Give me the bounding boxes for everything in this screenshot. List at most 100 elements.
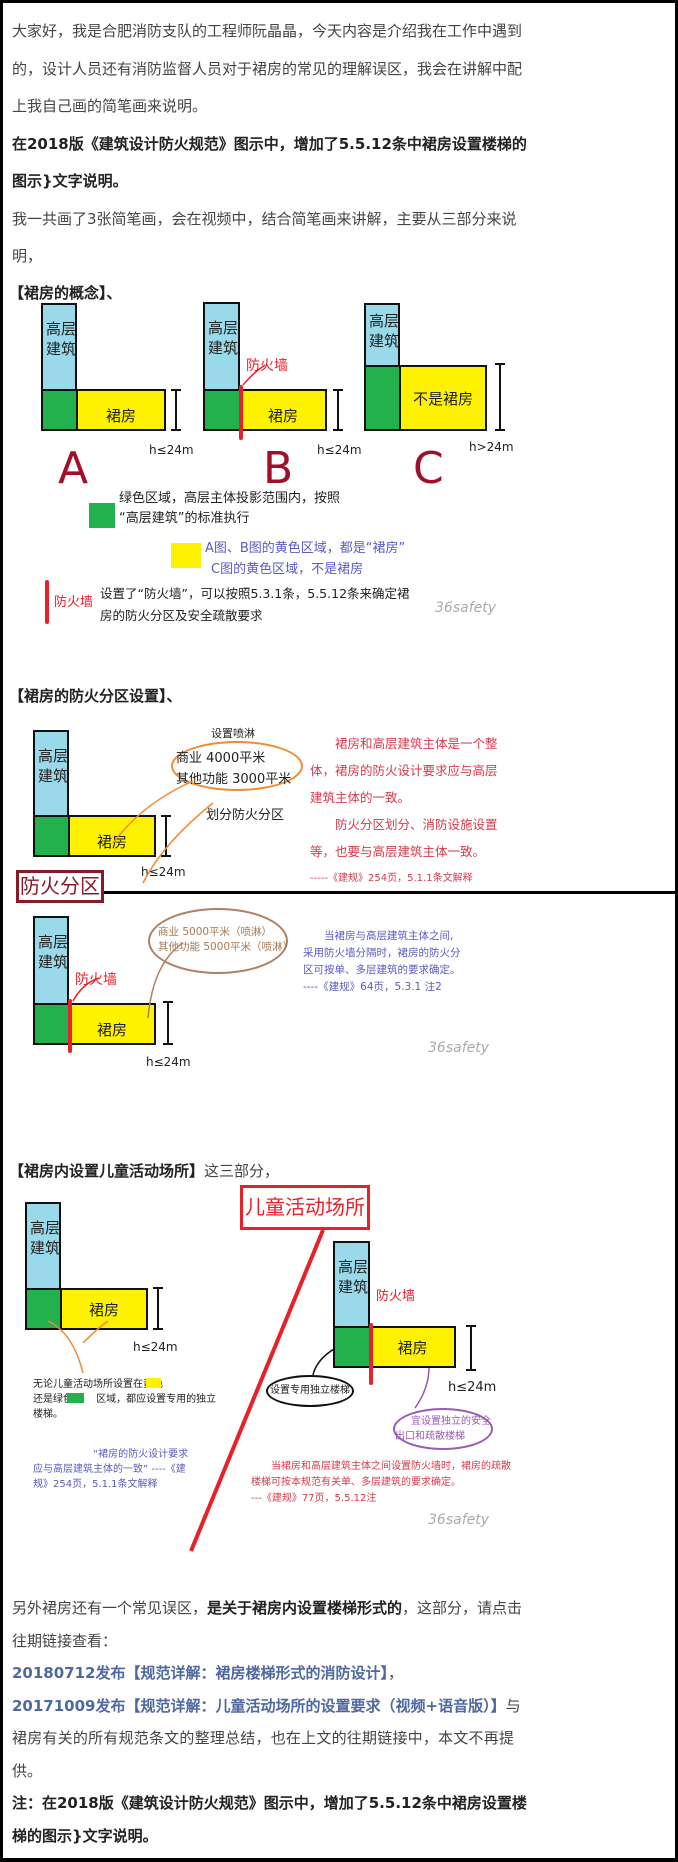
podium-block: 裙房	[241, 389, 327, 431]
fire-compartment-banner: 防火分区	[16, 870, 104, 903]
text-line: 防火分区划分、消防设施设置	[310, 817, 498, 832]
text-line: “裙房的防火设计要求	[33, 1449, 189, 1460]
outro-line: 20171009发布【规范详解：儿童活动场所的设置要求（视频+语音版）】与	[12, 1694, 521, 1718]
green-zone	[333, 1326, 371, 1368]
outro-line: 往期链接查看：	[12, 1632, 118, 1650]
bubble-line: 宜设置独立的安全	[411, 1416, 491, 1427]
text-line: 当裙房和高层建筑主体之间设置防火墙时，裙房的疏散	[251, 1461, 511, 1472]
legend-line: 房的防火分区及安全疏散要求	[100, 608, 263, 623]
link-children-venue-requirements[interactable]: 20171009发布【规范详解：儿童活动场所的设置要求（视频+语音版）】	[12, 1697, 506, 1715]
green-zone	[203, 389, 241, 431]
height-label: h≤24m	[448, 1380, 497, 1395]
height-marker	[153, 1287, 163, 1330]
watermark: 36safety	[428, 1040, 490, 1056]
podium-block: 不是裙房	[401, 365, 487, 431]
podium-label: 裙房	[397, 1338, 428, 1357]
text-line: 区可按单、多层建筑的要求确定。	[303, 964, 461, 976]
intro-line: 大家好，我是合肥消防支队的工程师阮晶晶，今天内容是介绍我在工作中遇到	[12, 22, 523, 40]
yellow-swatch	[146, 1378, 161, 1388]
green-swatch	[67, 1393, 84, 1403]
left-note: 无论儿童活动场所设置在黄色还是绿色 区域，都应设置专用的独立楼梯。	[33, 1377, 216, 1422]
outro-line: 另外裙房还有一个常见误区，是关于裙房内设置楼梯形式的，这部分，请点击	[12, 1596, 522, 1620]
tower-block: 高层建筑	[33, 730, 69, 816]
red-explanation: 裙房和高层建筑主体是一个整体，裙房的防火设计要求应与高层建筑主体的一致。 防火分…	[310, 730, 498, 892]
text-line: 楼梯可按本规范有关单、多层建筑的要求确定。	[251, 1477, 461, 1488]
annotation-lines	[47, 364, 430, 1552]
tower-label: 高层建筑	[37, 747, 68, 785]
watermark: 36safety	[428, 1512, 490, 1528]
tower-label: 高层建筑	[37, 933, 68, 971]
yellow-swatch	[171, 543, 201, 568]
text-line: ----《建规》64页，5.3.1 注2	[303, 981, 442, 993]
pointer-line	[189, 1229, 325, 1552]
firewall-label: 防火墙	[376, 1289, 416, 1304]
text-line: 等，也要与高层建筑主体一致。	[310, 844, 486, 859]
intro-bold-line: 图示}文字说明。	[12, 172, 128, 190]
podium-label: 裙房	[105, 406, 136, 425]
letter-a: A	[58, 443, 89, 494]
green-zone	[33, 815, 70, 857]
height-label: h≤24m	[133, 1340, 178, 1354]
tower-label: 高层建筑	[337, 1258, 368, 1296]
firewall-label: 防火墙	[246, 358, 288, 374]
height-label: h≤24m	[146, 1055, 191, 1069]
podium-block: 裙房	[78, 389, 166, 431]
area-bubble-text: 商业 5000平米（喷淋） 其他功能 5000平米（喷淋）	[158, 925, 293, 955]
height-label: h>24m	[469, 440, 514, 454]
height-label: h≤24m	[141, 865, 186, 879]
text-line: 建筑主体的一致。	[310, 790, 411, 805]
text-line: 还是绿色 区域，都应设置专用的独立	[33, 1394, 217, 1405]
arrow-curve	[112, 780, 194, 844]
left-quote: “裙房的防火设计要求应与高层建筑主体的一致” ----《建规》254页，5.1.…	[33, 1447, 188, 1492]
height-label: h≤24m	[149, 443, 194, 457]
tower-block: 高层建筑	[33, 916, 69, 1004]
firewall-label: 防火墙	[75, 972, 117, 988]
section1-heading: 【裙房的概念】、	[9, 284, 122, 302]
letter-b: B	[263, 443, 294, 494]
green-swatch	[89, 503, 115, 528]
link-podium-stair-design[interactable]: 20180712发布【规范详解：裙房楼梯形式的消防设计】	[12, 1664, 388, 1682]
area-bubble	[171, 741, 303, 791]
intro-line: 上我自己画的简笔画来说明。	[12, 97, 208, 115]
green-zone	[41, 389, 78, 431]
bubble-line: 出口和疏散楼梯	[395, 1431, 465, 1442]
text-line: 采用防火墙分隔时，裙房的防火分	[303, 947, 461, 959]
green-legend-text: 绿色区域，高层主体投影范围内，按照“高层建筑”的标准执行	[119, 489, 340, 529]
bubble-line: 其他功能 5000平米（喷淋）	[158, 941, 294, 953]
podium-label: 裙房	[88, 1300, 119, 1319]
intro-bold-line: 在2018版《建筑设计防火规范》图示中，增加了5.5.12条中裙房设置楼梯的	[12, 135, 527, 153]
firewall-line	[369, 1323, 373, 1385]
podium-block: 裙房	[70, 1003, 156, 1045]
tower-label: 高层建筑	[29, 1219, 60, 1257]
text: 另外裙房还有一个常见误区，	[12, 1599, 208, 1617]
legend-line: 设置了“防火墙”，可以按照5.3.1条，5.5.12条来确定裙	[100, 586, 410, 601]
height-marker	[161, 815, 171, 857]
watermark: 36safety	[435, 600, 497, 616]
divider	[104, 891, 675, 894]
section3-heading-bold: 【裙房内设置儿童活动场所】	[9, 1162, 205, 1180]
height-marker	[495, 363, 505, 431]
text-line: 楼梯。	[33, 1409, 63, 1420]
red-explanation: 当裙房和高层建筑主体之间设置防火墙时，裙房的疏散楼梯可按本规范有关单、多层建筑的…	[251, 1459, 511, 1507]
green-zone	[33, 1003, 70, 1045]
outro-line: 裙房有关的所有规范条文的整理总结，也在上文的往期链接中，本文不再提	[12, 1729, 514, 1747]
firewall-arrow	[72, 977, 100, 1002]
exit-bubble	[393, 1408, 493, 1450]
intro-line: 的，设计人员还有消防监督人员对于裙房的常见的理解误区，我会在讲解中配	[12, 60, 523, 78]
section2-heading: 【裙房的防火分区设置】、	[9, 687, 182, 705]
height-marker	[466, 1325, 476, 1371]
arrow-curve	[147, 942, 184, 1019]
text-line: 无论儿童活动场所设置在黄色	[33, 1379, 163, 1390]
letter-c: C	[413, 443, 444, 494]
text-line: 体，裙房的防火设计要求应与高层	[310, 763, 498, 778]
green-zone	[25, 1288, 62, 1330]
children-venue-title-box: 儿童活动场所	[240, 1185, 370, 1230]
bubble-line: 商业 5000平米（喷淋）	[158, 926, 273, 938]
section3-heading-tail: 这三部分，	[204, 1162, 280, 1180]
tower-block: 高层建筑	[25, 1202, 61, 1289]
sprinkler-label: 设置喷淋	[211, 727, 255, 740]
height-marker	[333, 389, 343, 431]
arrow-curve	[47, 1320, 109, 1374]
podium-block: 裙房	[371, 1326, 456, 1368]
blue-explanation: 当裙房与高层建筑主体之间,采用防火墙分隔时，裙房的防火分区可按单、多层建筑的要求…	[303, 928, 461, 996]
